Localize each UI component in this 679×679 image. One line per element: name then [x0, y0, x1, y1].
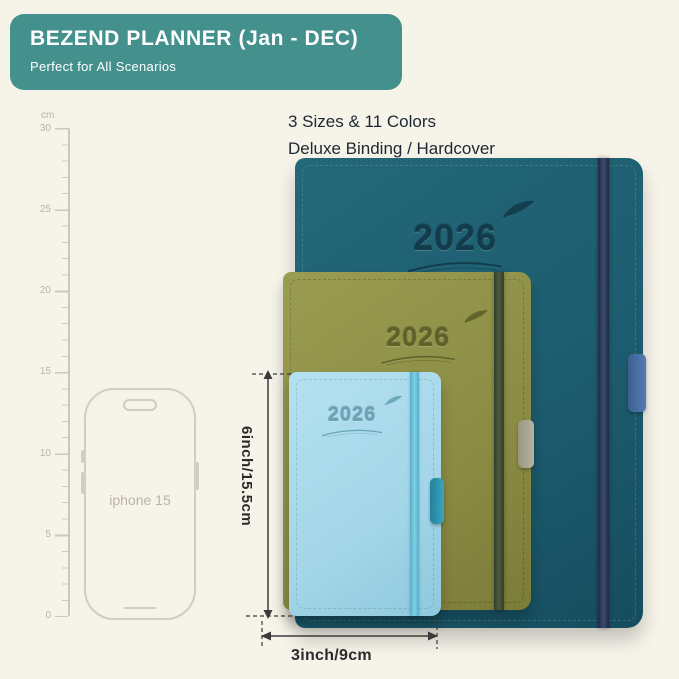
iphone-bottom-port	[124, 607, 156, 609]
elastic-band	[598, 158, 609, 628]
pen-loop	[518, 420, 534, 468]
year-emboss: 2026	[343, 308, 493, 366]
iphone-side-button	[81, 472, 84, 494]
elastic-band	[494, 272, 504, 610]
year-text: 2026	[385, 322, 451, 352]
iphone-label: iphone 15	[109, 492, 171, 508]
ruler-mark: 20	[39, 285, 51, 297]
feather-icon	[384, 395, 403, 406]
swoosh-underline	[381, 355, 455, 366]
planner-small-blue: 2026	[289, 372, 444, 616]
swoosh-underline	[408, 262, 502, 274]
cm-ruler: cm 30 25 20 15 10 5 0	[36, 110, 70, 621]
ruler-major-ticks	[55, 128, 68, 617]
ruler-mark: 15	[39, 366, 51, 378]
pen-loop	[628, 354, 646, 412]
year-text: 2026	[327, 404, 377, 426]
headline-line1: 3 Sizes & 11 Colors	[288, 112, 437, 131]
banner-title: BEZEND PLANNER (Jan - DEC)	[30, 27, 359, 50]
feather-icon	[463, 310, 488, 323]
iphone-side-button	[81, 450, 84, 463]
ruler-mark: 10	[39, 447, 51, 459]
ruler-mark: 30	[39, 123, 51, 134]
year-emboss: 2026	[370, 198, 540, 275]
height-dimension-label: 6inch/15.5cm	[238, 426, 255, 527]
banner-subtitle: Perfect for All Scenarios	[30, 59, 177, 74]
ruler-unit-label: cm	[41, 110, 55, 121]
ruler-mark: 25	[39, 204, 51, 216]
headline-line2: Deluxe Binding / Hardcover	[288, 139, 495, 158]
iphone-camera-pill	[123, 399, 157, 411]
title-banner: BEZEND PLANNER (Jan - DEC) Perfect for A…	[10, 14, 402, 90]
elastic-band	[410, 372, 419, 616]
feather-icon	[502, 200, 535, 218]
ruler-mark: 5	[45, 528, 51, 540]
width-dimension-label: 3inch/9cm	[291, 647, 372, 664]
ruler-mark: 0	[45, 609, 51, 621]
iphone-side-button	[196, 462, 199, 490]
swoosh-underline	[321, 429, 383, 438]
headline: 3 Sizes & 11 Colors Deluxe Binding / Har…	[288, 108, 495, 162]
ruler-edge-line	[68, 128, 70, 616]
ruler-labels: 30 25 20 15 10 5 0	[36, 123, 51, 621]
year-text: 2026	[412, 217, 498, 258]
iphone-outline: iphone 15	[81, 388, 199, 620]
pen-loop	[430, 478, 444, 524]
year-emboss: 2026	[297, 394, 407, 438]
